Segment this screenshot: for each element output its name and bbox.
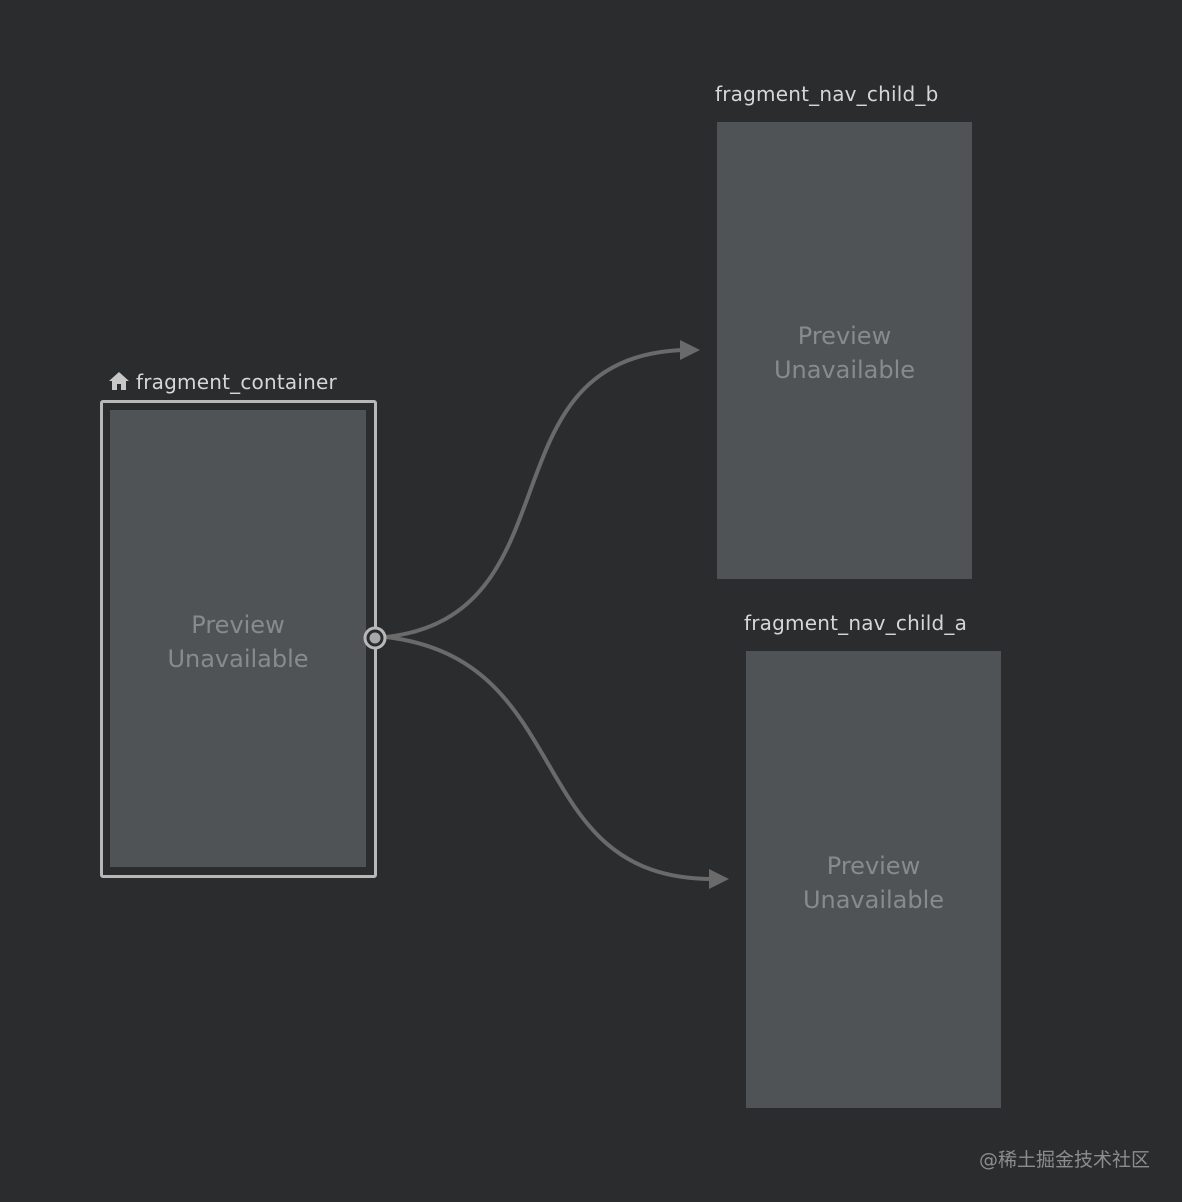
home-icon bbox=[109, 372, 129, 390]
destination-label-child-a[interactable]: fragment_nav_child_a bbox=[744, 611, 968, 635]
watermark: @稀土掘金技术社区 bbox=[978, 1149, 1150, 1171]
destination-screen-child-a[interactable]: Preview Unavailable bbox=[746, 651, 1001, 1108]
start-destination-name: fragment_container bbox=[136, 370, 337, 394]
action-arrowhead-child-b bbox=[680, 340, 700, 360]
destination-label-child-b[interactable]: fragment_nav_child_b bbox=[715, 82, 939, 106]
action-arrowhead-child-a bbox=[709, 869, 729, 889]
start-destination-label[interactable]: fragment_container bbox=[108, 370, 337, 394]
action-edge-to-child-a[interactable] bbox=[385, 635, 715, 882]
child-a-preview-placeholder: Preview Unavailable bbox=[802, 852, 945, 914]
start-destination-preview-placeholder: Preview Unavailable bbox=[167, 611, 309, 673]
action-edge-to-child-b[interactable] bbox=[385, 348, 686, 639]
start-destination-screen[interactable]: Preview Unavailable bbox=[110, 410, 366, 867]
destination-screen-child-b[interactable]: Preview Unavailable bbox=[717, 122, 972, 579]
child-b-preview-placeholder: Preview Unavailable bbox=[773, 322, 916, 384]
